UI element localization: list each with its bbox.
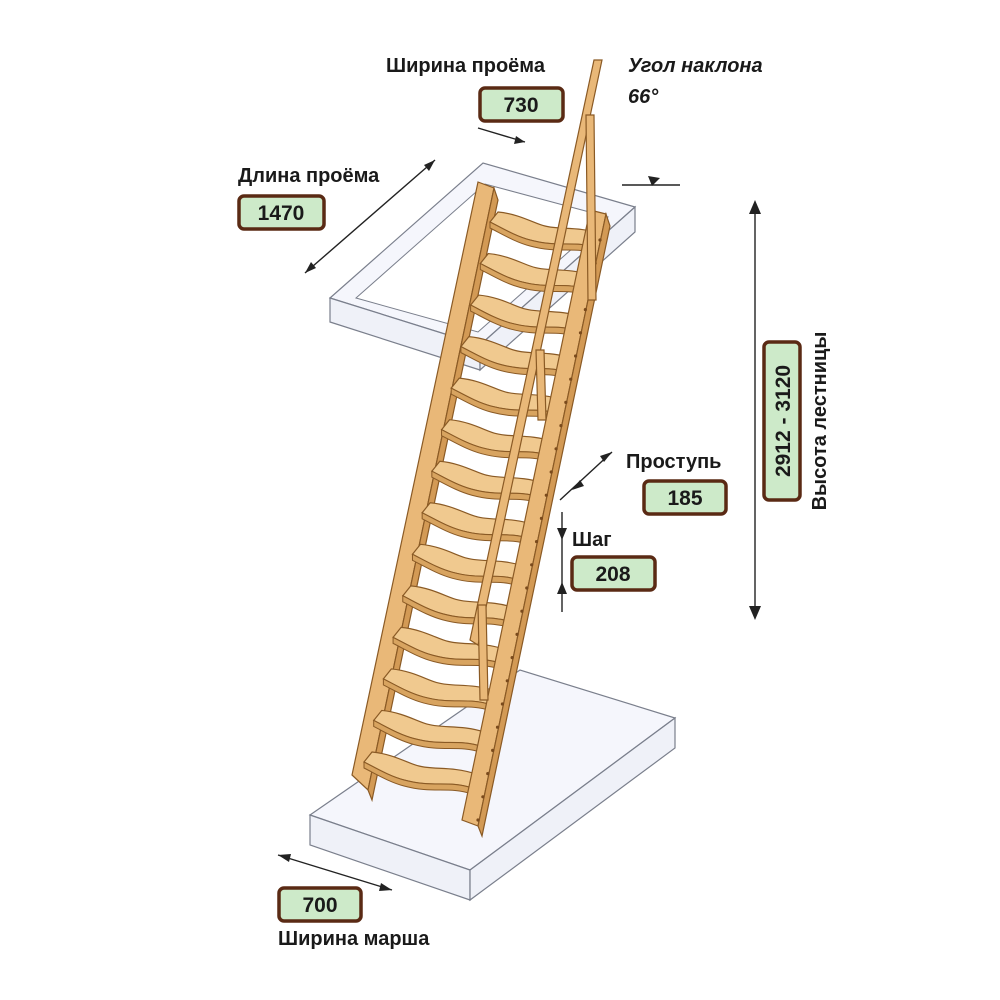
stringer-hole <box>530 563 534 567</box>
stringer-hole <box>534 540 539 544</box>
stringer-hole <box>578 331 583 335</box>
stringer-hole <box>564 400 568 404</box>
opening-length-value: 1470 <box>258 202 305 225</box>
step-label: Шаг <box>572 529 612 551</box>
stringer-hole <box>476 818 480 822</box>
stringer-hole <box>520 609 524 613</box>
stair-height-label: Высота лестницы <box>809 332 831 511</box>
stringer-hole <box>598 238 602 242</box>
stringer-hole <box>549 470 553 474</box>
stringer-hole <box>491 748 495 753</box>
flight-width-label: Ширина марша <box>278 928 430 950</box>
stringer-hole <box>510 656 514 660</box>
stringer-hole <box>486 772 490 776</box>
stringer-hole <box>583 308 587 312</box>
stringer-hole <box>559 424 563 428</box>
flight-width-value: 700 <box>302 894 337 917</box>
stringer-hole <box>505 679 509 683</box>
step-badge: 208 <box>570 555 657 592</box>
stringer-hole <box>500 702 504 706</box>
flight-width-badge: 700 <box>277 886 363 923</box>
stringer-hole <box>495 725 500 729</box>
stringer-hole <box>554 447 558 451</box>
step-value: 208 <box>595 563 630 586</box>
opening-width-badge: 730 <box>478 86 565 123</box>
stair-height-badge: 2912 - 3120 <box>762 340 802 502</box>
opening-width-label: Ширина проёма <box>386 55 546 77</box>
stringer-hole <box>569 377 573 381</box>
right-stringer <box>461 209 611 839</box>
stringer-hole <box>515 632 519 637</box>
stringer-hole <box>574 354 578 358</box>
tread-label: Проступь <box>626 451 721 473</box>
opening-length-badge: 1470 <box>237 194 326 231</box>
stringer-hole <box>544 493 548 497</box>
opening-width-value: 730 <box>503 94 538 117</box>
tread-badge: 185 <box>642 479 728 516</box>
opening-length-label: Длина проёма <box>238 165 380 187</box>
tread-value: 185 <box>667 487 702 510</box>
stair-height-value: 2912 - 3120 <box>772 365 795 477</box>
stringer-hole <box>525 586 529 590</box>
stringer-hole <box>539 516 544 521</box>
incline-angle-value: 66° <box>628 86 659 108</box>
handrail <box>469 59 603 701</box>
dimension-lines <box>277 127 761 891</box>
incline-angle-label: Угол наклона <box>628 55 763 77</box>
stringer-hole <box>481 795 485 799</box>
